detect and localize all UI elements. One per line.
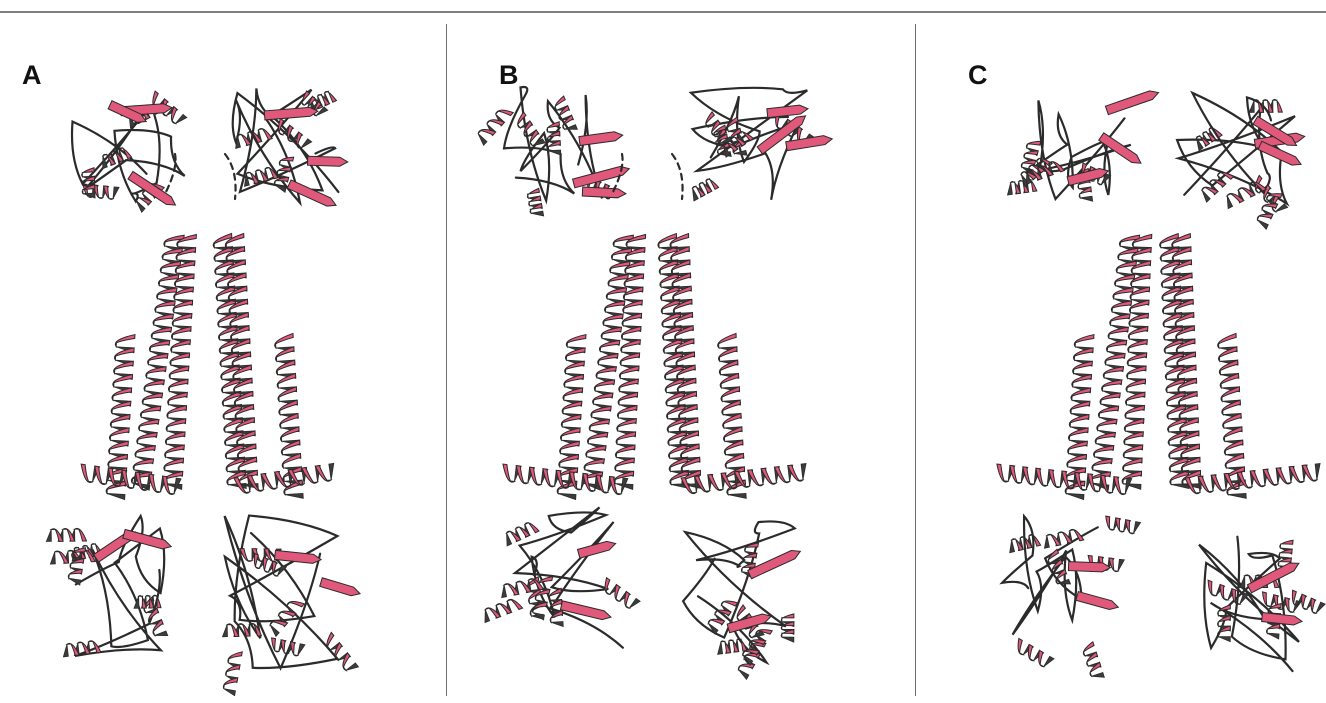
alpha-helix [485,599,523,622]
beta-strand [287,180,338,209]
alpha-helix [1018,638,1054,666]
beta-strand [275,550,322,564]
beta-strand [308,156,348,166]
panel-c: C [916,24,1326,696]
beta-strand [1076,592,1120,612]
beta-strand [582,187,626,198]
alpha-helix [527,188,543,216]
coil-loop [225,154,236,199]
alpha-helix [692,179,718,201]
alpha-helix [1227,182,1266,209]
alpha-helix [518,112,546,146]
alpha-helix [718,639,747,655]
alpha-helix [223,652,242,696]
beta-strand [128,171,178,208]
alpha-helix [605,578,640,608]
alpha-helix [1202,172,1234,202]
alpha-helix [478,110,513,145]
alpha-helix [1185,464,1320,494]
alpha-helix [1122,234,1152,489]
alpha-helix [163,235,196,490]
beta-strand [560,601,612,622]
panel-b: B [447,24,915,696]
alpha-helix [1083,642,1104,677]
panel-a-protein-structure [0,24,446,696]
alpha-helix [614,234,645,489]
alpha-helix [46,528,86,541]
beta-strand [264,107,318,120]
beta-strand [1068,562,1110,573]
beta-strand [320,578,362,598]
coil-loop [683,521,795,662]
coil-loop [233,88,339,202]
beta-strand [1105,88,1160,114]
coil-loop [672,154,683,199]
panel-c-protein-structure [916,24,1326,696]
beta-strand [1262,613,1303,626]
alpha-helix [1007,179,1036,195]
top-rule [0,11,1326,13]
panel-b-protein-structure [447,24,915,696]
alpha-helix [1106,516,1141,534]
alpha-helix [781,614,794,642]
alpha-helix [997,464,1132,495]
beta-strand [123,529,173,550]
beta-strand [767,104,809,117]
alpha-helix [272,638,305,656]
panel-a: A [0,24,446,696]
